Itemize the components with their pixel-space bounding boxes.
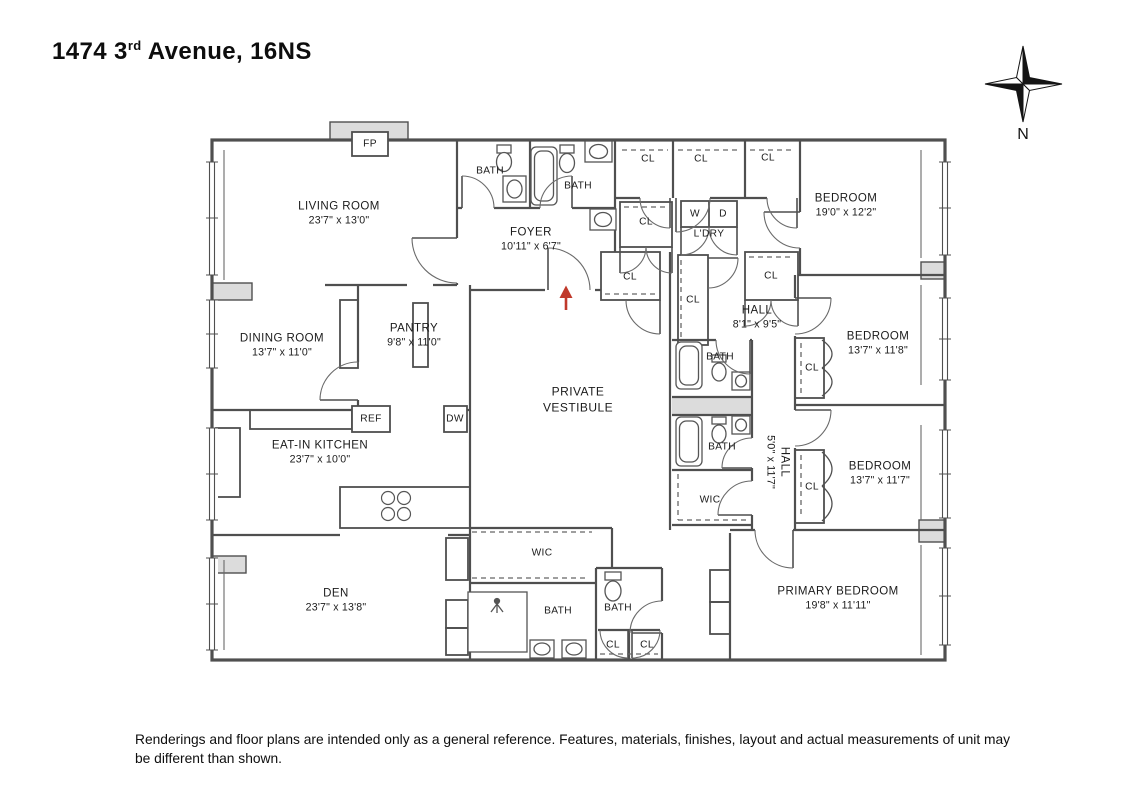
room-label-private-vestibule: PRIVATE VESTIBULE	[542, 384, 614, 414]
closet-box	[600, 251, 661, 301]
sink-icon	[561, 639, 587, 659]
shower-icon	[467, 591, 528, 653]
closet-label: CL	[606, 639, 620, 651]
fireplace-label: FP	[363, 138, 377, 150]
closet-box	[794, 449, 825, 524]
closet-label: CL	[761, 152, 775, 164]
sink-icon	[584, 140, 613, 163]
bifold-door-icons	[821, 339, 833, 522]
dishwasher-box	[443, 405, 468, 433]
kitchen-counter	[249, 409, 353, 430]
fireplace-box	[351, 131, 389, 157]
window-sill-lines	[223, 150, 922, 655]
page-title: 1474 3rd Avenue, 16NS	[52, 38, 312, 66]
dining-cabinet	[339, 299, 359, 369]
kitchen-cabinet	[215, 427, 241, 498]
dashed-closet-lines	[472, 149, 802, 655]
closet-label: CL	[686, 294, 700, 306]
bathtub-icon	[530, 146, 558, 206]
stove-icon	[380, 490, 412, 522]
door-leaves	[320, 176, 831, 658]
kitchen-counter	[339, 486, 471, 529]
refrigerator-label: REF	[360, 413, 382, 425]
bath-label: BATH	[708, 441, 736, 453]
pantry-shelving	[412, 302, 429, 368]
disclaimer-text: Renderings and floor plans are intended …	[135, 732, 1011, 767]
bath-fixtures	[467, 140, 751, 659]
sink-icon	[731, 415, 751, 435]
closet-label: CL	[694, 153, 708, 165]
closet-label: CL	[805, 481, 819, 493]
exterior-walls	[210, 138, 947, 662]
toilet-icon	[711, 416, 727, 444]
sink-icon	[529, 639, 555, 659]
closet-label: CL	[623, 271, 637, 283]
toilet-icon	[558, 144, 576, 174]
walk-in-closet-label: WIC	[531, 547, 553, 559]
washer-label: W	[690, 208, 700, 220]
title-superscript: rd	[127, 38, 142, 53]
toilet-icon	[495, 144, 513, 173]
title-suffix: Avenue, 16NS	[141, 38, 312, 65]
closet-label: CL	[640, 639, 654, 651]
bath-label: BATH	[564, 180, 592, 192]
dryer-label: D	[719, 208, 727, 220]
dishwasher-label: DW	[446, 413, 464, 425]
closet-label: CL	[639, 216, 653, 228]
sink-icon	[731, 371, 751, 391]
compass-north-label: N	[1017, 126, 1029, 143]
bath-label: BATH	[706, 351, 734, 363]
closet-label: CL	[764, 270, 778, 282]
sink-icon	[502, 175, 527, 203]
walk-in-closet-label: WIC	[699, 494, 721, 506]
toilet-icon	[604, 571, 622, 602]
laundry-label: L'DRY	[693, 228, 725, 240]
closet-cabinet-boxes	[215, 201, 825, 656]
refrigerator-box	[351, 405, 391, 433]
bath-label: BATH	[476, 165, 504, 177]
door-swing-arcs	[319, 175, 832, 659]
compass-rose-icon: N	[984, 45, 1063, 143]
closet-box	[794, 337, 825, 399]
title-prefix: 1474 3	[52, 38, 128, 65]
bathtub-icon	[675, 416, 703, 467]
closet-label: CL	[641, 153, 655, 165]
bath-label: BATH	[544, 605, 572, 617]
sink-icon	[589, 208, 617, 231]
bathtub-icon	[675, 341, 703, 390]
entry-arrow-icon	[559, 285, 573, 310]
shaft-block	[672, 397, 752, 415]
closet-label: CL	[805, 362, 819, 374]
window-glyphs	[206, 161, 951, 651]
bath-label: BATH	[604, 602, 632, 614]
